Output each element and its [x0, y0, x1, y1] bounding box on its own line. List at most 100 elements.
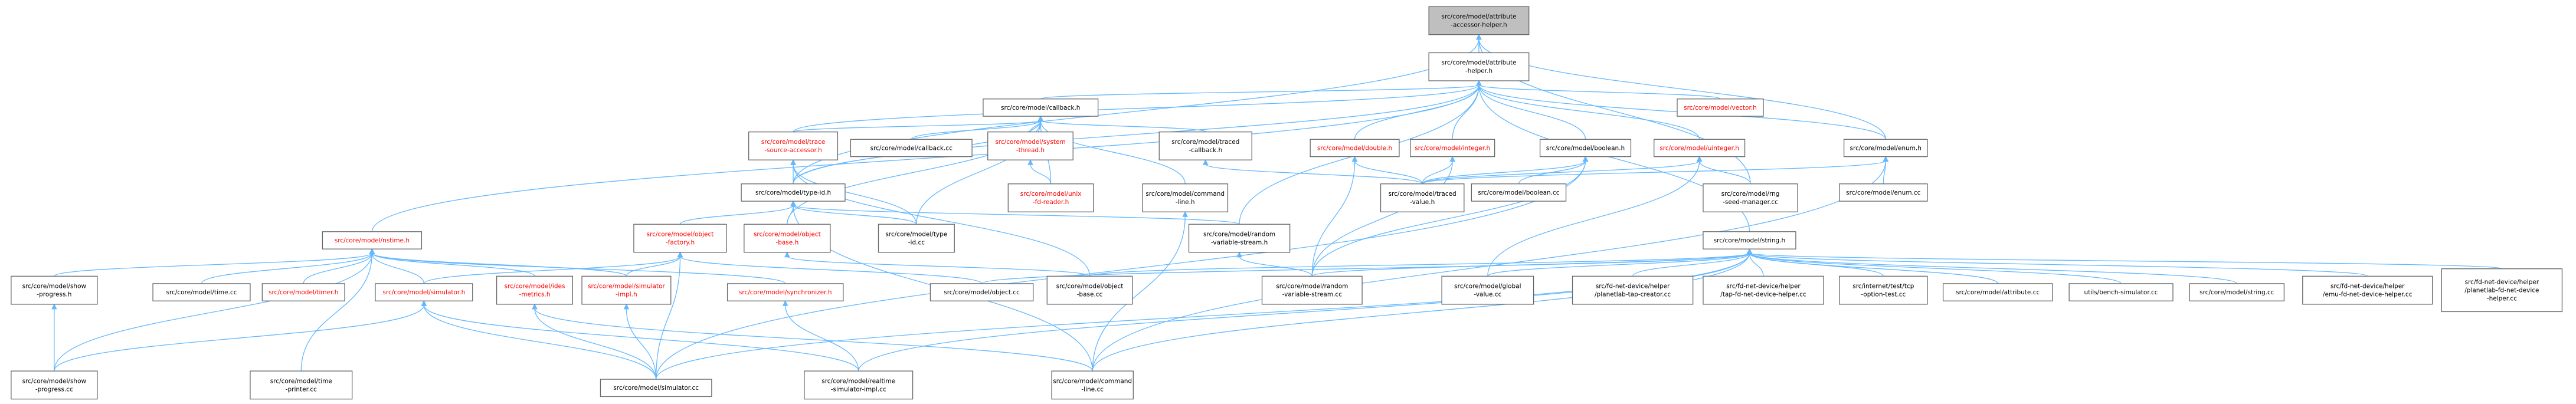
node-glb[interactable]: src/core/model/global-value.cc — [1441, 275, 1534, 305]
node-sth[interactable]: src/core/model/system-thread.h — [987, 132, 1073, 160]
node-tmr[interactable]: src/core/model/timer.h — [261, 283, 345, 301]
node-nst[interactable]: src/core/model/nstime.h — [322, 231, 423, 249]
node-box — [1410, 139, 1495, 157]
edge-ahh-to-uin — [1476, 80, 1700, 140]
node-smc[interactable]: src/core/model/simulator.cc — [600, 379, 712, 398]
node-tpr[interactable]: src/core/model/time-printer.cc — [250, 370, 353, 400]
node-label-line: src/core/model/global — [1454, 283, 1521, 290]
node-label-line: src/core/model/object.cc — [944, 289, 1020, 296]
node-box — [983, 98, 1099, 117]
edge-sih-to-smc — [623, 303, 657, 380]
node-label-line: -simulator-impl.cc — [831, 386, 886, 393]
node-label-line: src/internet/test/tcp — [1852, 283, 1914, 290]
node-uin[interactable]: src/core/model/uinteger.h — [1654, 139, 1746, 157]
node-dbl[interactable]: src/core/model/double.h — [1310, 139, 1400, 157]
node-rts[interactable]: src/core/model/realtime-simulator-impl.c… — [804, 370, 914, 400]
nodes-layer: src/core/model/attribute-accessor-helper… — [11, 6, 2563, 400]
node-label-line: /emu-fd-net-device-helper.cc — [2323, 291, 2413, 298]
node-tch[interactable]: src/fd-net-device/helper/tap-fd-net-devi… — [1703, 275, 1824, 305]
node-emu[interactable]: src/fd-net-device/helper/emu-fd-net-devi… — [2302, 275, 2433, 305]
node-int[interactable]: src/core/model/integer.h — [1410, 139, 1495, 157]
node-enm[interactable]: src/core/model/enum.h — [1843, 139, 1928, 157]
node-label-line: src/core/model/show — [22, 377, 87, 385]
node-label-line: src/core/model/trace — [761, 139, 825, 146]
node-label-line: src/fd-net-device/helper — [2465, 279, 2539, 286]
node-rng[interactable]: src/core/model/rng-seed-manager.cc — [1703, 183, 1798, 212]
edge-ofh-to-sih — [626, 251, 683, 277]
node-syn[interactable]: src/core/model/synchronizer.h — [726, 283, 844, 301]
edge-smh-to-shc — [54, 300, 427, 372]
node-label-line: /planetlab-fd-net-device — [2464, 287, 2539, 294]
node-box — [1428, 6, 1530, 35]
node-boo[interactable]: src/core/model/boolean.h — [1539, 139, 1632, 157]
node-label-line: src/fd-net-device/helper — [2330, 283, 2405, 290]
node-label-line: -source-accessor.h — [764, 147, 822, 154]
node-shh[interactable]: src/core/model/show-progress.h — [11, 275, 98, 305]
node-obc[interactable]: src/core/model/object.cc — [929, 283, 1034, 301]
node-boc[interactable]: src/core/model/boolean.cc — [1471, 183, 1567, 202]
node-bch[interactable]: utils/bench-simulator.cc — [2068, 283, 2174, 301]
edge-ofh-to-obc — [677, 251, 983, 284]
node-rvc[interactable]: src/core/model/random-variable-stream.cc — [1261, 275, 1363, 305]
edge-smh-to-rts — [421, 300, 859, 372]
node-label-line: src/core/model/synchronizer.h — [739, 289, 832, 296]
node-obh[interactable]: src/core/model/object-base.h — [744, 224, 831, 253]
node-plf[interactable]: src/fd-net-device/helper/planetlab-fd-ne… — [2441, 268, 2563, 313]
node-clc[interactable]: src/core/model/command-line.cc — [1051, 370, 1134, 400]
node-sih[interactable]: src/core/model/simulator-impl.h — [581, 275, 672, 305]
node-box — [929, 283, 1034, 301]
node-clh[interactable]: src/core/model/command-line.h — [1142, 183, 1229, 212]
node-box — [1942, 283, 2053, 301]
node-tvh[interactable]: src/core/model/traced-value.h — [1380, 183, 1465, 212]
node-rvs[interactable]: src/core/model/random-variable-stream.h — [1188, 224, 1291, 253]
node-label-line: -variable-stream.cc — [1282, 291, 1343, 298]
node-enc[interactable]: src/core/model/enum.cc — [1839, 183, 1928, 202]
node-ofh[interactable]: src/core/model/object-factory.h — [633, 224, 727, 253]
node-aah[interactable]: src/core/model/attribute-accessor-helper… — [1428, 6, 1530, 35]
node-vec[interactable]: src/core/model/vector.h — [1677, 98, 1764, 117]
edge-tyh-to-tyc — [790, 200, 917, 225]
edge-ahh-to-vec — [1476, 80, 1721, 100]
node-label-line: src/core/model/timer.h — [269, 289, 338, 296]
node-box — [152, 283, 251, 301]
node-label-line: /planetlab-tap-creator.cc — [1595, 291, 1671, 298]
node-ahh[interactable]: src/core/model/attribute-helper.h — [1428, 52, 1530, 81]
node-box — [1007, 183, 1094, 212]
node-tcb[interactable]: src/core/model/traced-callback.h — [1158, 132, 1252, 160]
node-obb[interactable]: src/core/model/object-base.cc — [1046, 275, 1133, 305]
node-label-line: -helper.cc — [2487, 295, 2517, 303]
node-tsa[interactable]: src/core/model/trace-source-accessor.h — [748, 132, 839, 160]
node-box — [744, 224, 831, 253]
node-label-line: src/core/model/double.h — [1317, 144, 1392, 152]
node-tyh[interactable]: src/core/model/type-id.h — [741, 183, 846, 202]
node-label-line: src/core/model/nstime.h — [335, 237, 410, 244]
edge-nst-to-smh — [369, 248, 424, 284]
edge-tsa-to-obb — [790, 159, 1091, 277]
node-box — [2441, 268, 2563, 313]
node-box — [11, 275, 98, 305]
node-box — [850, 139, 973, 157]
node-ptc[interactable]: src/fd-net-device/helper/planetlab-tap-c… — [1572, 275, 1694, 305]
node-smh[interactable]: src/core/model/simulator.h — [375, 283, 473, 301]
node-label-line: src/core/model/system — [995, 139, 1065, 146]
node-box — [2302, 275, 2433, 305]
node-box — [1142, 183, 1229, 212]
node-atc[interactable]: src/core/model/attribute.cc — [1942, 283, 2053, 301]
node-ufr[interactable]: src/core/model/unix-fd-reader.h — [1007, 183, 1094, 212]
node-label-line: src/core/model/string.cc — [2199, 289, 2274, 296]
node-tcp[interactable]: src/internet/test/tcp-option-test.cc — [1839, 275, 1928, 305]
node-tmc[interactable]: src/core/model/time.cc — [152, 283, 251, 301]
node-stc[interactable]: src/core/model/string.cc — [2189, 283, 2285, 301]
node-label-line: src/core/model/random — [1203, 231, 1275, 238]
node-box — [1441, 275, 1534, 305]
edge-boo-to-smc — [656, 156, 1589, 380]
node-cbh[interactable]: src/core/model/callback.h — [983, 98, 1099, 117]
node-box — [375, 283, 473, 301]
node-cbc[interactable]: src/core/model/callback.cc — [850, 139, 973, 157]
node-tyc[interactable]: src/core/model/type-id.cc — [878, 224, 955, 253]
node-str[interactable]: src/core/model/string.h — [1703, 231, 1796, 249]
node-shc[interactable]: src/core/model/show-progress.cc — [11, 370, 98, 400]
edge-sth-to-ufr — [1027, 159, 1052, 184]
node-label-line: src/core/model/traced — [1171, 139, 1239, 146]
node-ide[interactable]: src/core/model/ides-metrics.h — [496, 275, 573, 305]
